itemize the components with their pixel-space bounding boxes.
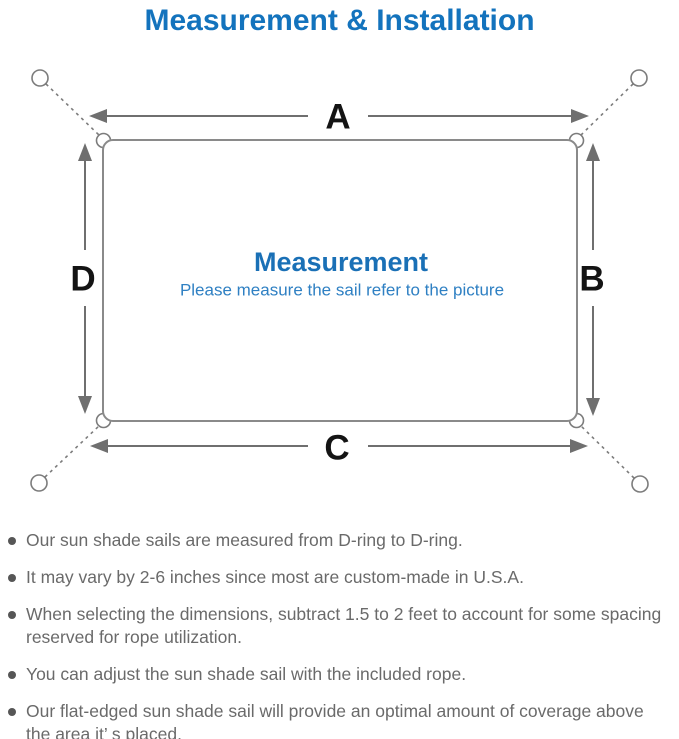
note-text: Our sun shade sails are measured from D-…: [26, 530, 463, 550]
tether-line-top-right: [579, 83, 634, 137]
tether-line-bottom-left: [44, 424, 101, 478]
arrowhead-down-icon: [586, 398, 600, 416]
bullet-icon: [8, 574, 16, 582]
dimension-label-b: B: [579, 260, 604, 299]
tether-lines: [44, 83, 635, 479]
arrowhead-right-icon: [570, 439, 588, 453]
note-item: Our flat-edged sun shade sail will provi…: [8, 700, 673, 739]
note-text: You can adjust the sun shade sail with t…: [26, 664, 467, 684]
anchor-point-bottom-left-icon: [30, 474, 48, 492]
page-title: Measurement & Installation: [144, 4, 535, 37]
note-item: Our sun shade sails are measured from D-…: [8, 529, 673, 552]
page-header: Measurement & Installation: [0, 0, 679, 55]
arrowhead-down-icon: [78, 396, 92, 414]
dimension-label-c: C: [324, 429, 349, 468]
arrowhead-left-icon: [89, 109, 107, 123]
tether-line-top-left: [45, 83, 101, 137]
measurement-diagram: A C D B Measurement Please measure the s…: [30, 69, 649, 493]
note-text: It may vary by 2-6 inches since most are…: [26, 567, 524, 587]
bullet-icon: [8, 537, 16, 545]
arrowhead-left-icon: [90, 439, 108, 453]
anchor-point-bottom-right-icon: [631, 475, 649, 493]
bullet-icon: [8, 611, 16, 619]
note-item: You can adjust the sun shade sail with t…: [8, 663, 673, 686]
note-text: Our flat-edged sun shade sail will provi…: [26, 701, 644, 739]
tether-line-bottom-right: [579, 424, 635, 479]
bullet-icon: [8, 671, 16, 679]
note-text: When selecting the dimensions, subtract …: [26, 604, 662, 647]
note-item: It may vary by 2-6 inches since most are…: [8, 566, 673, 589]
notes-list: Our sun shade sails are measured from D-…: [0, 529, 679, 739]
bullet-icon: [8, 708, 16, 716]
dimension-label-d: D: [70, 260, 95, 299]
note-item: When selecting the dimensions, subtract …: [8, 603, 673, 649]
diagram-subheading: Please measure the sail refer to the pic…: [180, 281, 504, 300]
dimension-arrow-a: [89, 109, 589, 123]
shade-sail-outline: [102, 139, 578, 422]
diagram-heading: Measurement: [254, 247, 428, 277]
arrowhead-up-icon: [586, 143, 600, 161]
dimension-arrow-d: [78, 143, 92, 414]
anchor-point-top-left-icon: [31, 69, 49, 87]
dimension-label-a: A: [325, 98, 350, 137]
anchor-point-top-right-icon: [630, 69, 648, 87]
dimension-arrow-c: [90, 439, 588, 453]
arrowhead-right-icon: [571, 109, 589, 123]
dimension-arrow-b: [586, 143, 600, 416]
arrowhead-up-icon: [78, 143, 92, 161]
